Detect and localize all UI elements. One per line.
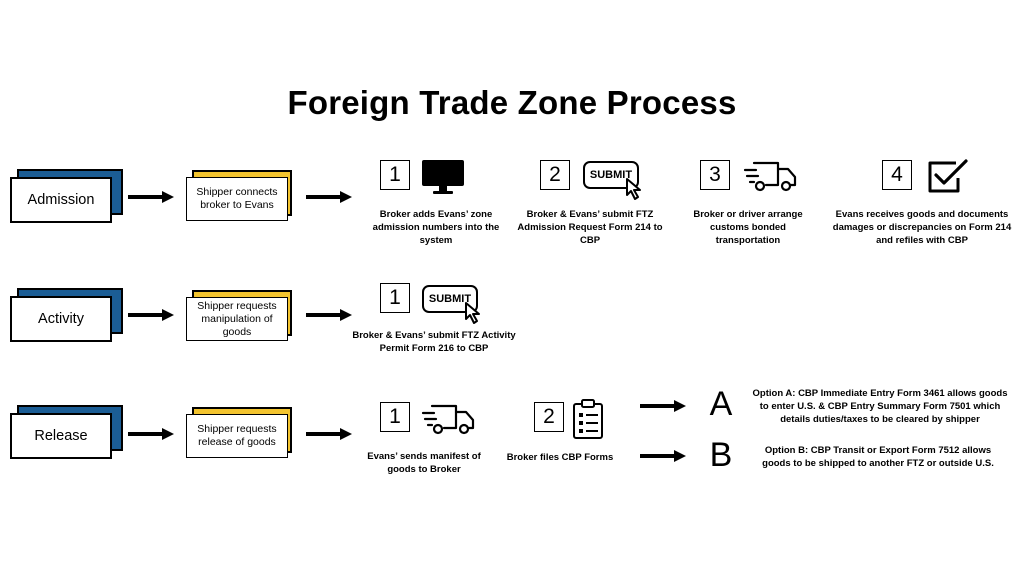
step-number: 1 <box>380 402 410 432</box>
step-number: 1 <box>380 283 410 313</box>
note-activity-text: Shipper requests manipulation of goods <box>186 297 288 341</box>
step-number: 4 <box>882 160 912 190</box>
arrow-icon <box>640 450 686 462</box>
step-caption: Evans receives goods and documents damag… <box>832 209 1012 246</box>
step-caption: Broker & Evans’ submit FTZ Admission Req… <box>517 209 663 246</box>
step-caption: Broker & Evans’ submit FTZ Activity Perm… <box>352 330 516 354</box>
arrow-icon <box>306 191 352 203</box>
phase-admission-label: Admission <box>10 177 112 223</box>
step-number: 2 <box>534 402 564 432</box>
note-release: Shipper requests release of goods <box>186 407 292 460</box>
option-letter: A <box>709 385 733 423</box>
arrow-icon <box>306 428 352 440</box>
page-title: Foreign Trade Zone Process <box>287 84 737 121</box>
cursor-icon <box>626 178 641 200</box>
step-caption: Broker or driver arrange customs bonded … <box>693 209 803 246</box>
option-letter: B <box>709 436 733 474</box>
submit-icon: SUBMIT <box>422 285 478 313</box>
cursor-icon <box>465 302 480 324</box>
monitor-icon <box>422 160 464 194</box>
arrow-icon <box>640 400 686 412</box>
phase-release: Release <box>10 405 123 461</box>
arrow-icon <box>306 309 352 321</box>
clipboard-icon <box>573 399 603 439</box>
note-release-text: Shipper requests release of goods <box>186 414 288 458</box>
note-activity: Shipper requests manipulation of goods <box>186 290 292 343</box>
submit-icon-text: SUBMIT <box>589 169 633 181</box>
arrow-icon <box>128 309 174 321</box>
phase-activity-label: Activity <box>10 296 112 342</box>
step-number: 1 <box>380 160 410 190</box>
step-number: 2 <box>540 160 570 190</box>
option-text: Option B: CBP Transit or Export Form 751… <box>762 445 994 469</box>
note-admission: Shipper connects broker to Evans <box>186 170 292 223</box>
checkbox-icon <box>928 159 968 193</box>
step-caption: Broker adds Evans’ zone admission number… <box>372 209 500 246</box>
step-caption: Evans’ sends manifest of goods to Broker <box>367 451 481 475</box>
delivery-truck-icon <box>743 161 797 192</box>
arrow-icon <box>128 428 174 440</box>
phase-admission: Admission <box>10 169 123 225</box>
phase-activity: Activity <box>10 288 123 344</box>
submit-icon: SUBMIT <box>583 161 639 189</box>
step-number: 3 <box>700 160 730 190</box>
submit-icon-text: SUBMIT <box>428 293 472 305</box>
note-admission-text: Shipper connects broker to Evans <box>186 177 288 221</box>
option-text: Option A: CBP Immediate Entry Form 3461 … <box>752 388 1008 425</box>
step-caption: Broker files CBP Forms <box>506 452 614 463</box>
delivery-truck-icon <box>421 404 475 435</box>
phase-release-label: Release <box>10 413 112 459</box>
arrow-icon <box>128 191 174 203</box>
